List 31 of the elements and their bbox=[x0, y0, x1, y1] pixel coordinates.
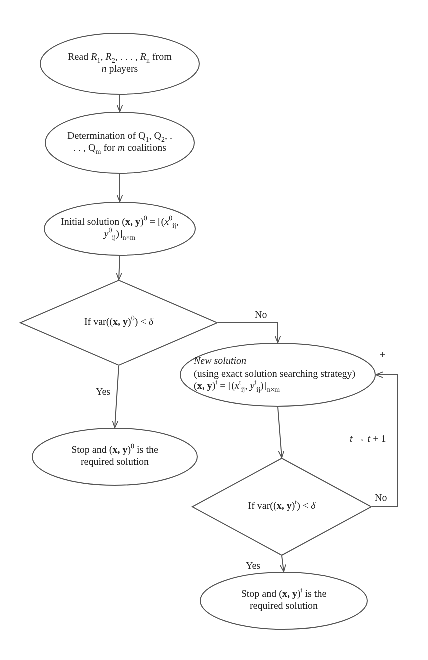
arrow bbox=[116, 174, 124, 202]
plus-sign: + bbox=[380, 350, 386, 361]
arrow bbox=[372, 372, 398, 508]
arrow bbox=[278, 406, 285, 458]
edge-label: No bbox=[375, 493, 388, 504]
node-text: Stop and (x, y)$^{t}$ is the required solution bbox=[240, 588, 328, 614]
arrow bbox=[116, 256, 123, 280]
node-text: If var((x, y)$^{0}$) < δ bbox=[84, 316, 154, 330]
process-ellipse bbox=[44, 202, 196, 256]
node-text: Determination of Q$_{1}$, Q$_{2}$, . . . , Q$_{m}$ for m coalitions bbox=[66, 130, 174, 156]
edge-label: Yes bbox=[246, 561, 261, 572]
arrow bbox=[116, 94, 124, 112]
arrow bbox=[280, 556, 286, 572]
process-ellipse bbox=[180, 343, 376, 407]
node-text: If var((x, y)$^{t}$) < δ bbox=[248, 500, 316, 514]
process-ellipse bbox=[32, 428, 198, 486]
node-text: New solution bbox=[194, 356, 247, 369]
edge-label: Yes bbox=[96, 387, 111, 398]
arrow bbox=[218, 322, 282, 344]
process-ellipse bbox=[45, 112, 195, 174]
decision-diamond bbox=[192, 458, 372, 556]
node-text: Stop and (x, y)$^{0}$ is the required solution bbox=[70, 444, 160, 470]
loop-label: t → t + 1 bbox=[350, 434, 386, 445]
node-text: Read R$_{1}$, R$_{2}$, . . . , R$_{n}$ from n players bbox=[67, 52, 173, 76]
edge-label: No bbox=[255, 310, 268, 321]
node-text: (using exact solution searching strategy) bbox=[194, 368, 356, 380]
arrow bbox=[112, 366, 120, 428]
process-ellipse bbox=[200, 572, 368, 630]
process-ellipse bbox=[40, 33, 200, 95]
node-text: Initial solution (x, y)$^{0}$ = [(x$^{0}$$_{ij}$, y$^{0}$$_{ij}$)]$_{n×m}$ bbox=[60, 216, 180, 242]
node-text: (x, y)$^{t}$ = [(x$^{t}$$_{ij}$, y$^{t}$$_{ij}$)]$_{n×m}$ bbox=[194, 381, 280, 394]
